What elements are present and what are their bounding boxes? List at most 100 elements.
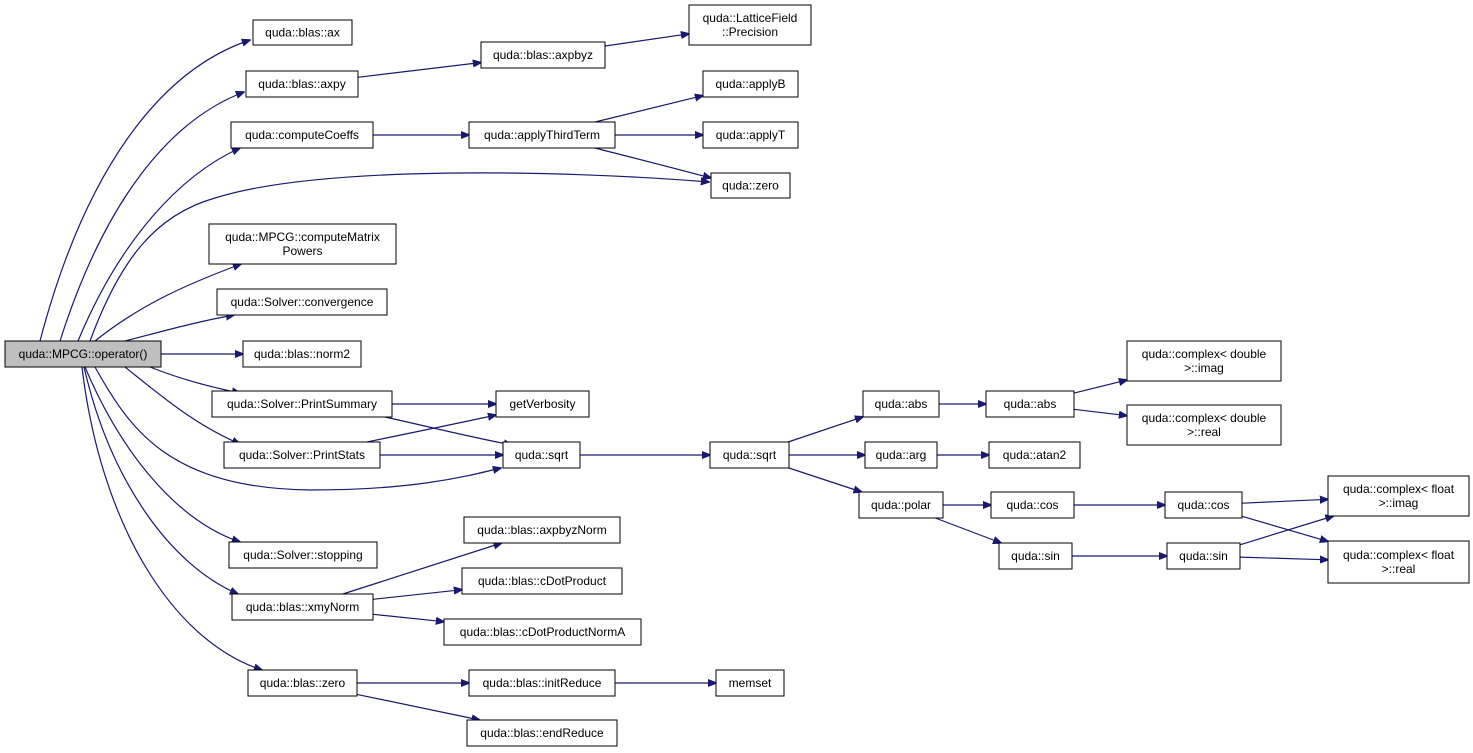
edge-root-to-computeCoeffs — [77, 148, 240, 342]
node-arg[interactable]: quda::arg — [864, 441, 938, 469]
node-abs2[interactable]: quda::abs — [985, 390, 1075, 418]
node-printsummary[interactable]: quda::Solver::PrintSummary — [211, 390, 393, 418]
node-atan2[interactable]: quda::atan2 — [988, 441, 1081, 469]
node-cdouble-real[interactable]: quda::complex< double>::real — [1126, 404, 1282, 446]
node-box — [715, 669, 785, 697]
node-lattice-precision[interactable]: quda::LatticeField::Precision — [688, 4, 812, 46]
node-root[interactable]: quda::MPCG::operator() — [4, 340, 162, 368]
node-stopping[interactable]: quda::Solver::stopping — [228, 541, 378, 569]
node-box — [480, 41, 606, 69]
edge-cos2-to-cfloat_real — [1241, 515, 1328, 541]
node-convergence[interactable]: quda::Solver::convergence — [216, 288, 388, 316]
node-box — [709, 441, 790, 469]
node-label: memset — [729, 676, 772, 690]
node-sin2[interactable]: quda::sin — [1166, 542, 1241, 570]
node-printstats[interactable]: quda::Solver::PrintStats — [223, 441, 381, 469]
node-cfloat-real[interactable]: quda::complex< float>::real — [1327, 540, 1470, 584]
node-initreduce[interactable]: quda::blas::initReduce — [468, 669, 616, 697]
node-cfloat-imag[interactable]: quda::complex< float>::imag — [1327, 475, 1470, 517]
node-zero[interactable]: quda::zero — [710, 172, 791, 199]
node-label: ::Precision — [722, 25, 778, 39]
node-box — [461, 567, 623, 595]
node-label: quda::complex< double — [1142, 411, 1267, 425]
edge-sin2-to-cfloat_imag — [1239, 516, 1334, 546]
node-box — [463, 516, 621, 544]
edge-xmyNorm-to-cDotProductNormA — [372, 613, 444, 621]
node-box — [4, 340, 162, 368]
node-endreduce[interactable]: quda::blas::endReduce — [466, 719, 618, 747]
node-label: quda::blas::axpbyz — [493, 48, 593, 62]
node-box — [443, 618, 642, 646]
node-blas-ax[interactable]: quda::blas::ax — [252, 19, 353, 46]
node-computecoeffs[interactable]: quda::computeCoeffs — [230, 121, 374, 149]
node-label: quda::abs — [875, 397, 928, 411]
node-label: quda::polar — [871, 498, 931, 512]
node-label: quda::blas::xmyNorm — [246, 600, 359, 614]
node-applyt[interactable]: quda::applyT — [702, 121, 799, 149]
node-label: quda::blas::ax — [265, 26, 340, 40]
node-label: quda::MPCG::operator() — [19, 347, 148, 361]
node-box — [502, 441, 581, 469]
node-box — [1327, 475, 1470, 517]
node-label: quda::abs — [1004, 397, 1057, 411]
node-blas-zero[interactable]: quda::blas::zero — [247, 669, 358, 697]
node-getverbosity[interactable]: getVerbosity — [495, 390, 590, 418]
edge-root-to-blas_zero — [81, 366, 262, 670]
node-box — [702, 70, 799, 98]
edge-blas_axpy-to-blas_axpbyz — [357, 63, 481, 78]
node-abs1[interactable]: quda::abs — [862, 390, 940, 418]
edge-applyThirdTerm-to-zero — [594, 147, 711, 178]
node-cdouble-imag[interactable]: quda::complex< double>::imag — [1126, 340, 1282, 382]
edge-root-to-blas_axpy — [59, 92, 244, 342]
node-box — [858, 491, 944, 519]
node-sqrt2[interactable]: quda::sqrt — [709, 441, 790, 469]
node-box — [1166, 542, 1241, 570]
node-box — [990, 491, 1075, 519]
node-sqrt1[interactable]: quda::sqrt — [502, 441, 581, 469]
node-cos1[interactable]: quda::cos — [990, 491, 1075, 519]
node-label: quda::blas::axpy — [258, 77, 345, 91]
edge-polar-to-sin1 — [935, 517, 1001, 543]
edge-blas_zero-to-endReduce — [356, 693, 480, 720]
node-cdotproductnorma[interactable]: quda::blas::cDotProductNormA — [443, 618, 642, 646]
node-applythirdterm[interactable]: quda::applyThirdTerm — [468, 121, 616, 149]
edge-root-to-xmyNorm — [83, 366, 238, 594]
node-label: quda::Solver::stopping — [243, 548, 362, 562]
node-box — [211, 390, 393, 418]
node-sin1[interactable]: quda::sin — [998, 542, 1073, 570]
node-box — [495, 390, 590, 418]
node-label: quda::atan2 — [1003, 448, 1067, 462]
node-cos2[interactable]: quda::cos — [1164, 491, 1243, 519]
edge-blas_axpbyz-to-lattice_precision — [604, 34, 689, 47]
node-box — [710, 172, 791, 199]
node-label: quda::blas::zero — [260, 676, 346, 690]
node-label: quda::complex< double — [1142, 347, 1267, 361]
node-box — [998, 542, 1073, 570]
node-polar[interactable]: quda::polar — [858, 491, 944, 519]
node-cdotproduct[interactable]: quda::blas::cDotProduct — [461, 567, 623, 595]
node-label: quda::zero — [722, 179, 779, 193]
node-xmynorm[interactable]: quda::blas::xmyNorm — [231, 593, 374, 621]
node-norm2[interactable]: quda::blas::norm2 — [242, 340, 362, 368]
node-box — [216, 288, 388, 316]
node-box — [231, 593, 374, 621]
node-label: quda::sqrt — [515, 448, 569, 462]
node-label: quda::complex< float — [1343, 482, 1455, 496]
edge-sqrt2-to-abs1 — [787, 417, 863, 443]
node-label: getVerbosity — [509, 397, 575, 411]
edge-root-to-convergence — [124, 315, 234, 342]
node-label: quda::cos — [1006, 498, 1058, 512]
node-axpbyznorm[interactable]: quda::blas::axpbyzNorm — [463, 516, 621, 544]
node-label: >::real — [1187, 425, 1221, 439]
edge-abs2-to-cdouble_real — [1073, 408, 1127, 415]
edge-xmyNorm-to-axpbyzNorm — [342, 543, 502, 595]
node-box — [702, 121, 799, 149]
node-box — [247, 669, 358, 697]
node-applyb[interactable]: quda::applyB — [702, 70, 799, 98]
node-blas-axpbyz[interactable]: quda::blas::axpbyz — [480, 41, 606, 69]
node-blas-axpy[interactable]: quda::blas::axpy — [245, 70, 359, 98]
node-label: >::real — [1382, 562, 1416, 576]
node-memset[interactable]: memset — [715, 669, 785, 697]
